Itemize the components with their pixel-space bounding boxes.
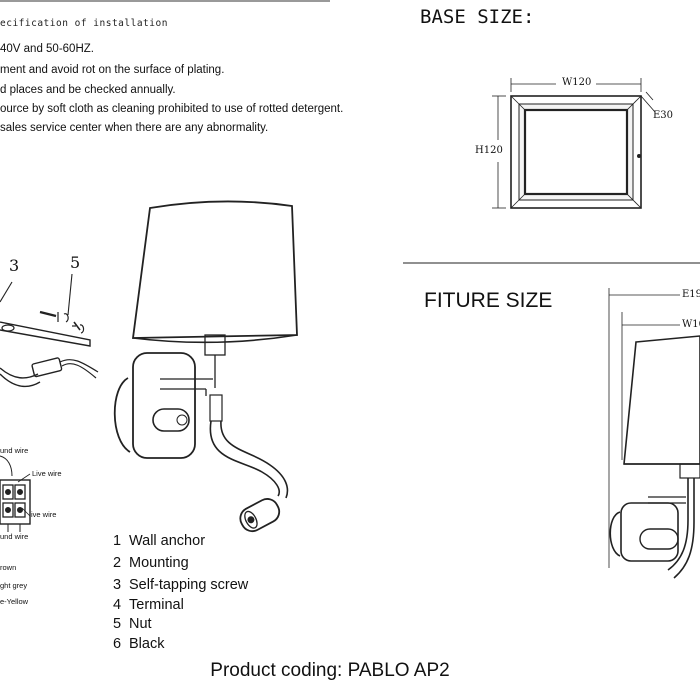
legend-item-2: 2 Mounting [113,555,189,571]
legend-num: 1 [113,533,122,549]
callout-5: 5 [70,253,81,272]
fiture-e-label: E19 [682,289,700,300]
base-height-label: H120 [475,145,503,156]
fiture-drawing [608,288,700,579]
wire-color-grey: ght grey [0,581,28,590]
base-depth-label: E30 [653,110,674,121]
wire-label-ground-bottom: und wire [0,532,29,541]
spec-line-1: 40V and 50-60HZ. [0,43,94,55]
legend-label: Nut [129,616,152,632]
wire-label-live2: ive wire [31,510,57,519]
legend-item-3: 3 Self-tapping screw [113,577,248,593]
lamp-drawing [113,200,298,533]
spec-line-5: sales service center when there are any … [0,122,269,134]
legend-num: 6 [113,636,122,652]
legend-num: 4 [113,597,122,613]
spec-line-3: d places and be checked annually. [0,84,176,96]
parts-drawing [0,273,99,388]
legend-num: 5 [113,616,122,632]
wire-color-brown: rown [0,563,17,572]
legend-item-1: 1 Wall anchor [113,533,205,549]
spec-line-2: ment and avoid rot on the surface of pla… [0,64,225,76]
legend-label: Terminal [129,597,184,613]
base-width-label: W120 [562,77,592,88]
base-size-title: BASE SIZE: [420,6,535,28]
legend-label: Black [129,636,165,652]
base-plate-drawing [492,78,656,209]
fiture-w-label: W16 [682,319,700,330]
callout-3: 3 [9,256,20,275]
legend-item-5: 5 Nut [113,616,152,632]
wiring-diagram [0,455,31,532]
legend-item-4: 4 Terminal [113,597,184,613]
legend-label: Mounting [129,555,189,571]
legend-item-6: 6 Black [113,636,164,652]
spec-title: ecification of installation [0,18,168,29]
legend-label: Self-tapping screw [129,577,249,593]
spec-line-4: ource by soft cloth as cleaning prohibit… [0,103,344,115]
wire-label-live: Live wire [32,469,62,478]
legend-num: 2 [113,555,122,571]
product-coding: Product coding: PABLO AP2 [210,660,450,681]
legend-label: Wall anchor [129,533,206,549]
wire-label-ground-top: und wire [0,446,29,455]
legend-num: 3 [113,577,122,593]
wire-color-yellow: e-Yellow [0,597,29,606]
fiture-size-title: FITURE SIZE [424,289,553,312]
